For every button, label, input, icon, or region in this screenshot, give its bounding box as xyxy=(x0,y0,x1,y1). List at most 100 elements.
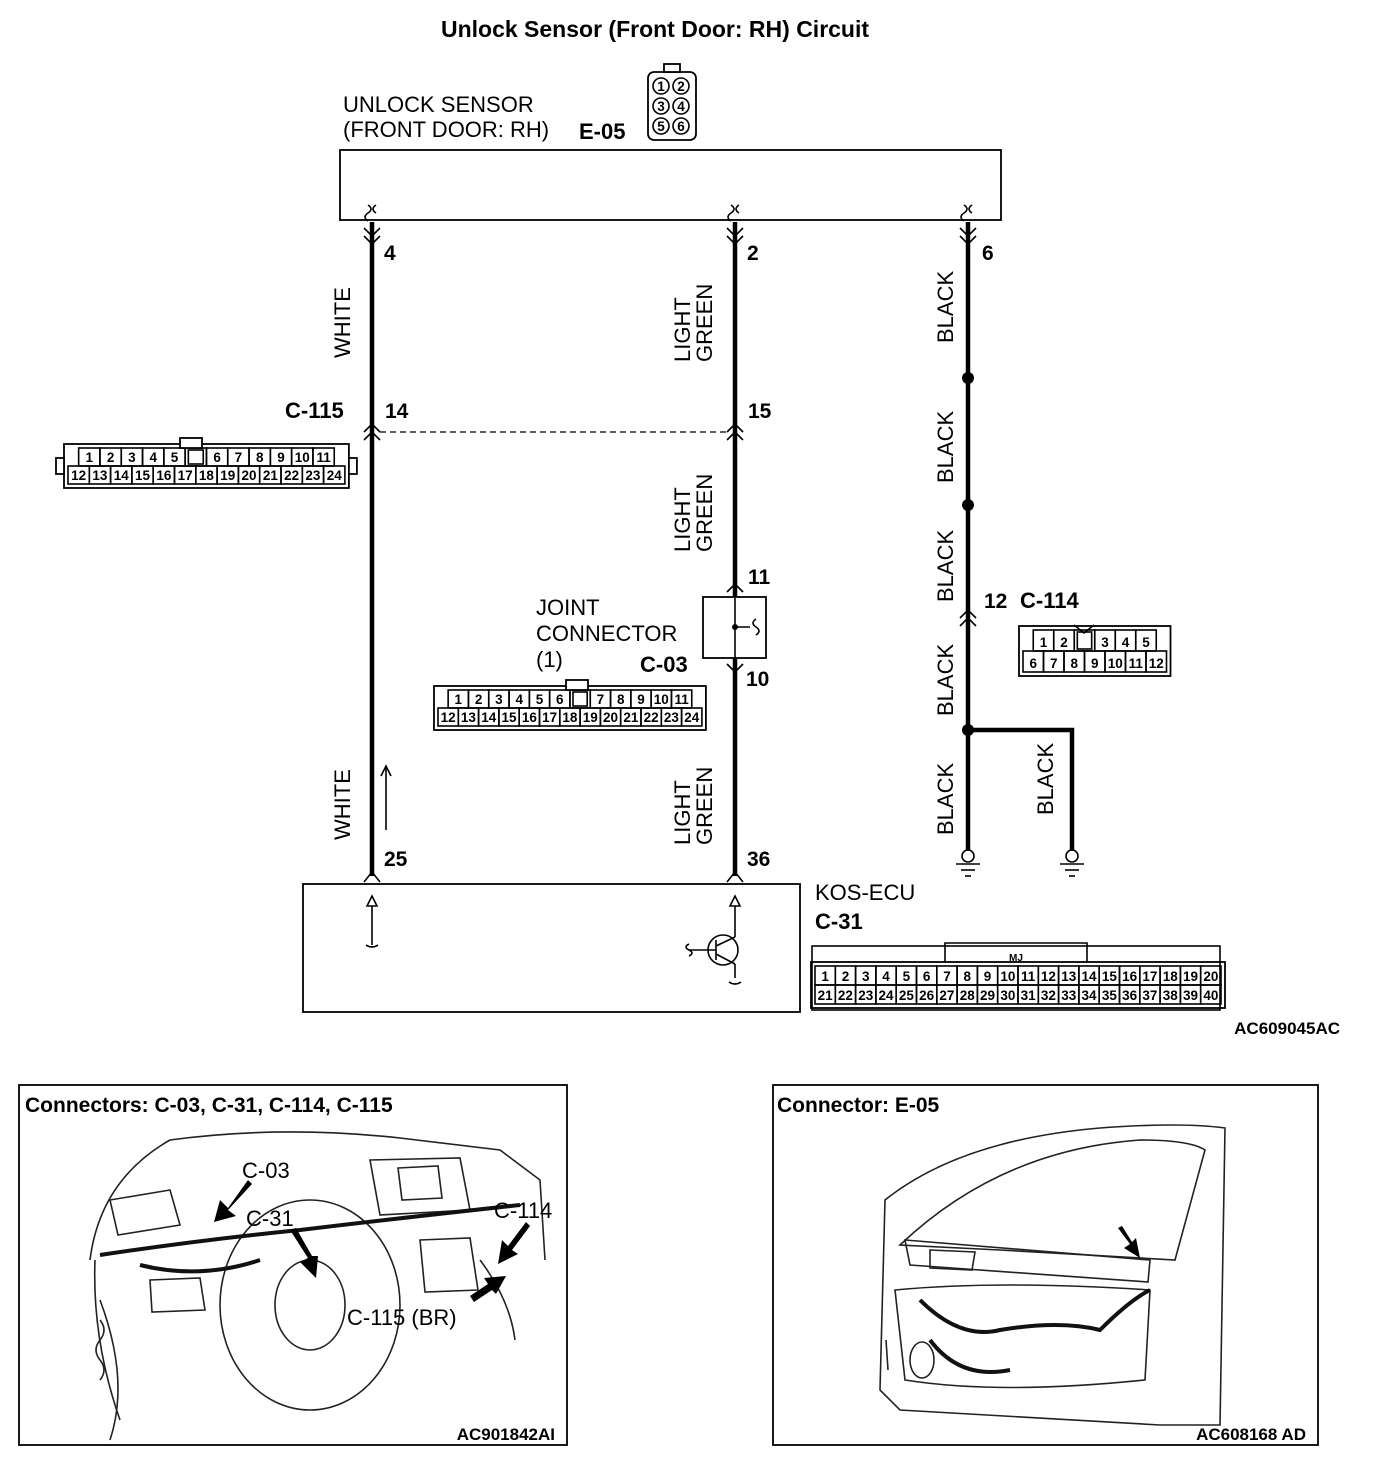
joint-connector-label-line2: CONNECTOR xyxy=(536,621,677,646)
c115-pin-label: 16 xyxy=(156,468,172,483)
sensor-internal-link-4 xyxy=(364,204,377,222)
c115-pin-label: 9 xyxy=(277,450,285,465)
c115-connector-id: C-115 xyxy=(285,398,344,423)
c31-pin-label: 22 xyxy=(838,988,853,1003)
c31-cell xyxy=(1199,984,1222,1005)
e05-pin-5: 5 xyxy=(657,119,665,134)
wire-label-white-upper: WHITE xyxy=(330,287,355,358)
terminal-sensor-2 xyxy=(726,227,744,246)
c03-pin-label: 17 xyxy=(542,710,557,725)
c03-pin-label: 22 xyxy=(644,710,659,725)
c31-pin-label: 18 xyxy=(1163,969,1179,984)
c31-pin-label: 36 xyxy=(1122,988,1138,1003)
terminal-sensor-4 xyxy=(363,227,381,246)
c31-pin-label: 23 xyxy=(858,988,874,1003)
c31-pin-label: 12 xyxy=(1041,969,1056,984)
c31-pin-label: 32 xyxy=(1041,988,1056,1003)
c31-pin-label: 29 xyxy=(980,988,995,1003)
c03-pin-label: 12 xyxy=(441,710,456,725)
c115-pin-label: 18 xyxy=(199,468,215,483)
c115-pin-label: 7 xyxy=(235,450,243,465)
callout-c114: C-114 xyxy=(494,1198,552,1223)
wire-label-black-d: BLACK xyxy=(933,644,958,716)
pin-c114-12: 12 xyxy=(984,590,1007,613)
right-location-panel xyxy=(772,1084,1319,1446)
c03-pin-label: 20 xyxy=(603,710,618,725)
pin-sensor-6: 6 xyxy=(982,242,994,265)
c115-top-tab xyxy=(179,437,203,449)
c114-pin-label: 3 xyxy=(1101,635,1109,650)
c03-pin-label: 11 xyxy=(674,692,689,707)
unlock-sensor-box xyxy=(339,149,1002,221)
c31-pin-label: 10 xyxy=(1000,969,1015,984)
c115-pin-label: 2 xyxy=(107,450,115,465)
wire-label-white-lower: WHITE xyxy=(330,769,355,840)
right-panel-title: Connector: E-05 xyxy=(777,1094,940,1117)
callout-c03: C-03 xyxy=(242,1158,290,1183)
c03-pin-label: 6 xyxy=(556,692,564,707)
joint-connector-label-line3: (1) xyxy=(536,647,563,672)
c03-cell xyxy=(680,707,703,727)
c115-pin-label: 14 xyxy=(114,468,130,483)
c114-pin-label: 12 xyxy=(1149,656,1164,671)
left-panel-figure-ref: AC901842AI xyxy=(457,1425,555,1444)
c03-pin-label: 1 xyxy=(455,692,463,707)
e05-connector-face: 1 2 3 4 5 6 xyxy=(647,63,697,141)
c03-pin-label: 15 xyxy=(502,710,518,725)
c31-outer-shell xyxy=(811,945,1221,1011)
c115-pin-label: 8 xyxy=(256,450,264,465)
c31-pin-label: 5 xyxy=(903,969,911,984)
c115-pin-label: 21 xyxy=(263,468,279,483)
dashboard-illustration xyxy=(89,1131,546,1441)
pin-sensor-2: 2 xyxy=(747,242,759,265)
wire-label-light-green-c1: LIGHT xyxy=(670,780,695,845)
c114-pin-label: 8 xyxy=(1070,656,1078,671)
splice-black-3 xyxy=(962,724,974,736)
c31-pin-label: 39 xyxy=(1183,988,1198,1003)
pin-c115-14: 14 xyxy=(385,400,409,423)
pin-joint-11: 11 xyxy=(748,566,771,589)
callout-c31: C-31 xyxy=(246,1206,294,1231)
c03-pin-label: 8 xyxy=(617,692,625,707)
left-panel-title: Connectors: C-03, C-31, C-114, C-115 xyxy=(25,1094,393,1117)
c31-pin-label: 35 xyxy=(1102,988,1118,1003)
c31-pin-label: 14 xyxy=(1082,969,1098,984)
c31-pin-label: 9 xyxy=(984,969,992,984)
c115-pin-label: 15 xyxy=(135,468,151,483)
kos-ecu-label: KOS-ECU xyxy=(815,880,915,905)
c31-pin-label: 28 xyxy=(960,988,976,1003)
c115-pin-label: 24 xyxy=(327,468,343,483)
c114-pin-label: 5 xyxy=(1142,635,1150,650)
c31-pin-label: 40 xyxy=(1203,988,1218,1003)
arrow-e05 xyxy=(1118,1226,1140,1258)
c31-pin-label: 27 xyxy=(939,988,954,1003)
c115-pin-label: 13 xyxy=(92,468,108,483)
c03-connector-id: C-03 xyxy=(640,652,688,677)
c31-pin-label: 7 xyxy=(943,969,951,984)
wire-label-black-b: BLACK xyxy=(933,411,958,483)
c31-pin-label: 19 xyxy=(1183,969,1198,984)
diagram-title: Unlock Sensor (Front Door: RH) Circuit xyxy=(441,16,869,42)
c115-pin-label: 23 xyxy=(305,468,321,483)
c114-cell xyxy=(1145,650,1168,673)
terminal-c115-15 xyxy=(726,422,744,441)
wire-label-black-f: BLACK xyxy=(1033,743,1058,815)
c31-mj-housing xyxy=(944,942,1088,962)
ground-symbol-2 xyxy=(1060,849,1084,877)
c115-side-tab-right xyxy=(347,457,358,475)
c31-pin-label: 13 xyxy=(1061,969,1077,984)
c03-pin-label: 14 xyxy=(481,710,497,725)
c114-pin-label: 1 xyxy=(1040,635,1048,650)
c115-latch xyxy=(187,449,205,465)
c114-pin-label: 4 xyxy=(1122,635,1130,650)
c03-pin-label: 9 xyxy=(637,692,645,707)
c31-pin-label: 24 xyxy=(879,988,895,1003)
c03-pin-label: 18 xyxy=(562,710,578,725)
arrow-c03 xyxy=(214,1180,252,1222)
c115-pin-label: 4 xyxy=(149,450,157,465)
c03-pin-label: 24 xyxy=(684,710,700,725)
e05-pin-4: 4 xyxy=(677,99,685,114)
c31-pin-label: 15 xyxy=(1102,969,1118,984)
